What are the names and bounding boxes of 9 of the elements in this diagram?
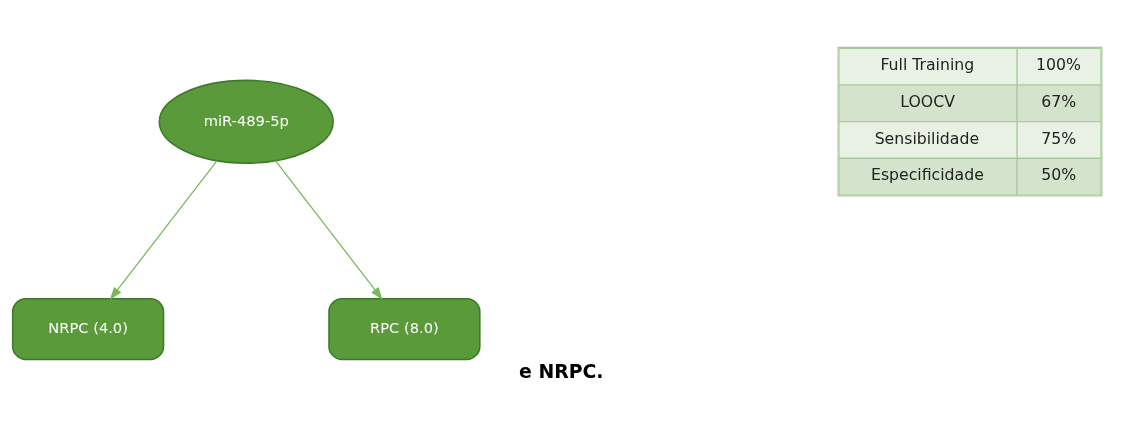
- caption: e NRPC.: [519, 360, 604, 382]
- label: 50%: [1041, 165, 1077, 185]
- label: 75%: [1041, 128, 1077, 148]
- label: 67%: [1041, 92, 1077, 112]
- label: Especificidade: [870, 165, 984, 185]
- label: Full Training: [880, 55, 975, 75]
- label: 100%: [1035, 55, 1081, 75]
- label: LOOCV: [900, 92, 955, 112]
- label: Sensibilidade: [874, 128, 980, 148]
